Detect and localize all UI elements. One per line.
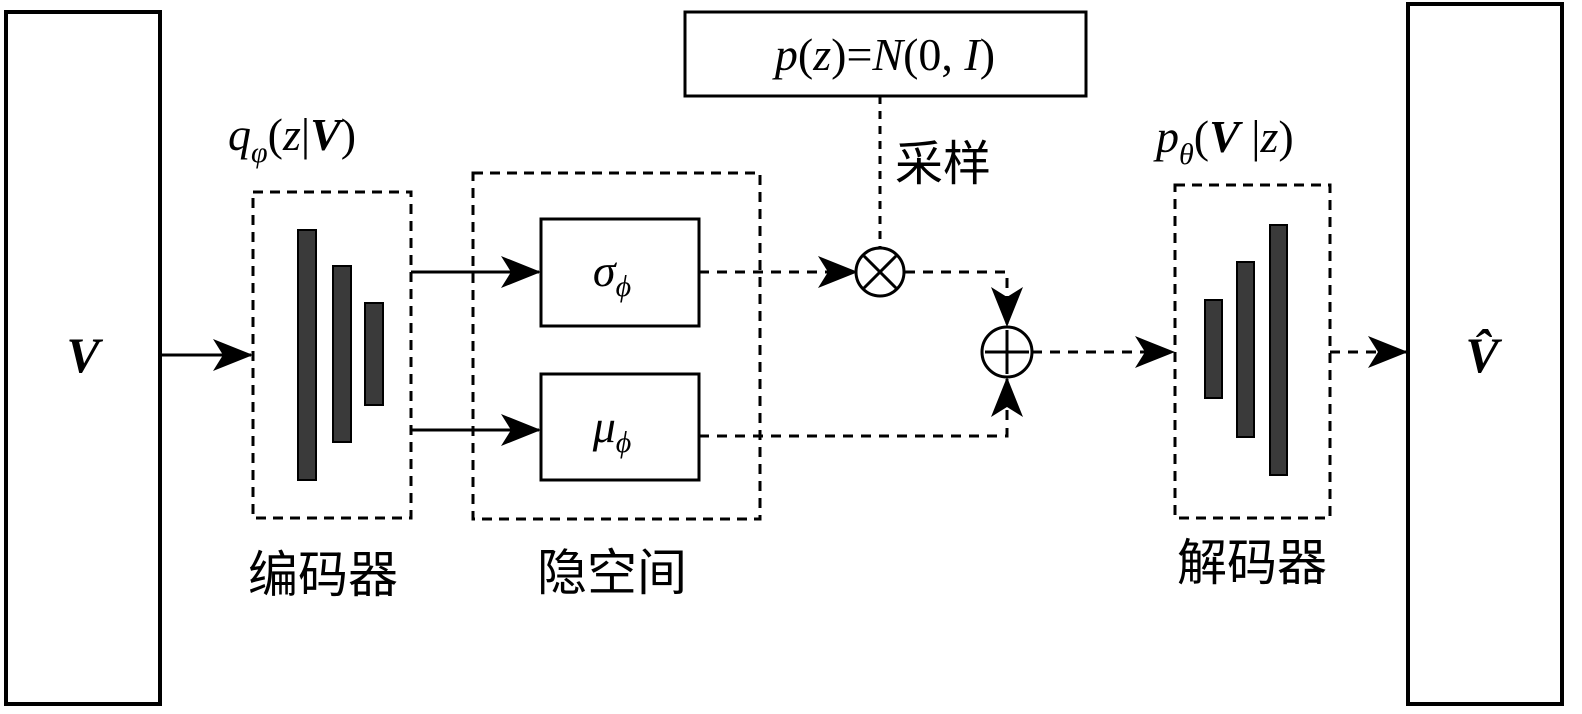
input-block [4, 10, 162, 706]
encoder-distribution: qφ(z|V) [228, 109, 356, 169]
encoder-layer-3 [364, 302, 384, 406]
encoder-layer-2 [332, 265, 352, 443]
multiply-operator [854, 246, 906, 298]
decoder-label: 解码器 [1177, 534, 1327, 592]
output-symbol: V̂ [1465, 327, 1502, 383]
decoder-box [1173, 183, 1332, 520]
encoder-label: 编码器 [248, 546, 398, 604]
sampling-label: 采样 [895, 136, 991, 192]
output-block [1406, 2, 1564, 706]
decoder-layer-3 [1269, 224, 1288, 476]
decoder-distribution: pθ(V |z) [1153, 111, 1294, 171]
mu-label: μϕ [592, 401, 632, 459]
mu-box [539, 372, 701, 482]
latent-space-label: 隐空间 [537, 544, 687, 602]
input-symbol: V [66, 327, 103, 383]
prior-distribution: p(z)=N(0, I) [772, 29, 995, 80]
latent-space-box [471, 171, 762, 521]
decoder-layer-2 [1236, 261, 1255, 438]
sigma-label: σϕ [593, 245, 631, 303]
encoder-box [251, 190, 413, 520]
prior-box [683, 10, 1088, 98]
decoder-layer-1 [1204, 299, 1223, 399]
multiply-to-add-arrow [905, 270, 1023, 327]
add-operator [980, 325, 1034, 379]
mu-to-add-arrow [699, 377, 1023, 438]
encoder-layer-1 [297, 229, 317, 481]
